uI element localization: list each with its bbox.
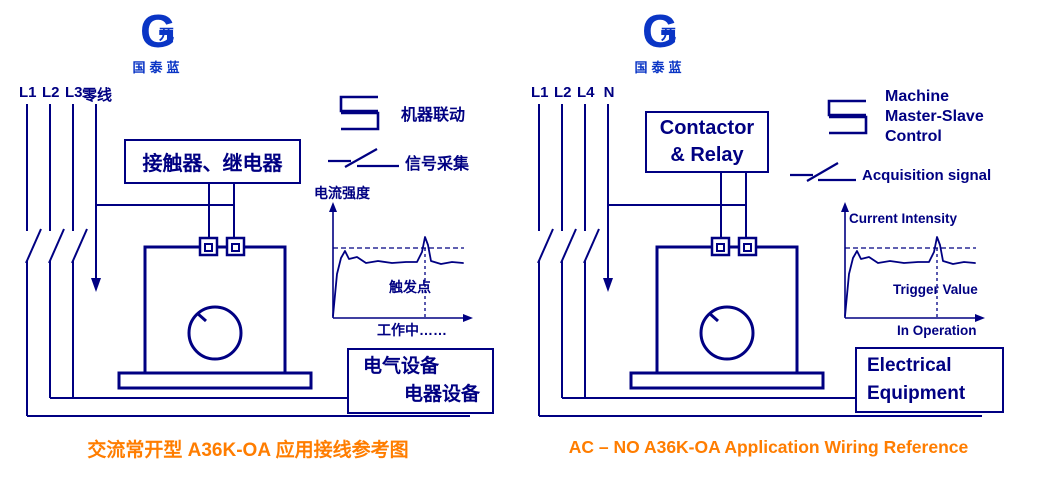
signal-switch-icon-left [328,148,399,168]
electrical-equipment-box: 电气设备 电器设备 [347,348,494,414]
electrical-equipment-box: Electrical Equipment [855,347,1004,413]
machine-linkage-label-line1: 机器联动 [401,107,466,124]
logo-letter: G [642,5,678,57]
logo-letter: G [140,5,176,57]
in-operation-label: 工作中…… [377,322,447,338]
machine-linkage-label: 机器联动 [401,101,465,125]
phase-label-l2: L2 [554,84,572,101]
brand-logo: G 兀 国泰蓝 [620,6,700,76]
machine-linkage-label-line1: Machine [885,88,950,105]
logo-symbol-icon: 兀 [661,26,677,43]
equipment-box-line2: 电器设备 [403,384,480,405]
caption-english: AC – NO A36K-OA Application Wiring Refer… [568,437,969,457]
acquisition-signal-label: 信号采集 [405,156,470,173]
equipment-box-line1: Electrical [867,354,952,376]
machine-linkage-icon-right [827,99,868,135]
current-intensity-label: 电流强度 [314,185,370,201]
brand-logo: G 兀 国泰蓝 [118,6,198,76]
brand-logo-mark: G 兀 [620,6,700,56]
machine-linkage-icon-left [339,95,380,131]
contactor-relay-box: Contactor & Relay [645,111,769,173]
brand-name: 国泰蓝 [132,60,184,75]
phase-label-l4: L4 [577,84,595,101]
in-operation-label: In Operation [897,323,977,338]
logo-symbol-icon: 兀 [159,26,175,43]
machine-linkage-label-line2: Master-Slave [885,108,984,125]
caption-chinese: 交流常开型 A36K-OA 应用接线参考图 [87,440,409,461]
acquisition-signal-label: Acquisition signal [862,167,992,184]
phase-label-l2: L2 [42,84,60,101]
trigger-value-label: 触发点 [389,279,431,295]
phase-label-l3: L3 [65,84,83,101]
current-intensity-label: Current Intensity [849,211,958,226]
contactor-box-line1: Contactor [659,117,755,139]
contactor-relay-box: 接触器、继电器 [124,139,301,184]
machine-linkage-label: Machine Master-Slave Control [885,87,984,147]
brand-name: 国泰蓝 [634,60,686,75]
panel-chinese: G 兀 国泰蓝 L1 L2 L3 零线 接触器、继电器 机器联动 信号采集 电流… [19,6,494,461]
contactor-box-line2: & Relay [670,144,744,166]
phase-label-neutral: 零线 [81,87,112,104]
panel-english: G 兀 国泰蓝 L1 L2 L4 N Contactor & Relay Mac… [512,0,1035,491]
equipment-box-line1: 电气设备 [363,355,440,377]
contactor-box-line1: 接触器、继电器 [142,153,283,175]
trigger-value-label: Trigger Value [893,282,978,297]
phase-label-l1: L1 [531,84,549,101]
phase-label-neutral: N [603,84,615,101]
brand-logo-mark: G 兀 [118,6,198,56]
phase-label-l1: L1 [19,84,37,101]
signal-switch-icon-right [790,162,856,182]
equipment-box-line2: Equipment [867,383,966,404]
machine-linkage-label-line3: Control [885,128,942,145]
